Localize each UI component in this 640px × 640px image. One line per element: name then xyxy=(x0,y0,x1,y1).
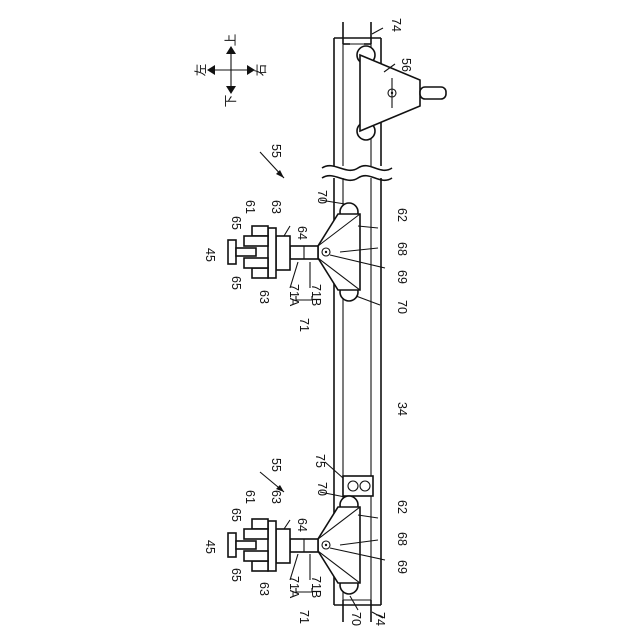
label-69-lower: 69 xyxy=(395,560,409,574)
label-71B-lower: 71B xyxy=(309,576,323,598)
label-68-upper: 68 xyxy=(395,242,409,256)
label-63-upper-a: 63 xyxy=(269,200,283,214)
label-70-upper-b: 70 xyxy=(395,300,409,314)
label-75: 75 xyxy=(313,454,327,468)
label-69-upper: 69 xyxy=(395,270,409,284)
label-45-upper: 45 xyxy=(203,248,217,262)
label-63-lower-a: 63 xyxy=(269,490,283,504)
label-55-lower: 55 xyxy=(269,458,283,472)
label-65-upper-a: 65 xyxy=(229,216,243,230)
label-70-lower-a: 70 xyxy=(315,482,329,496)
label-65-lower-b: 65 xyxy=(229,568,243,582)
label-71-upper: 71 xyxy=(297,318,311,332)
label-74-bottom: 74 xyxy=(373,612,387,626)
label-63-upper-b: 63 xyxy=(257,290,271,304)
label-68-lower: 68 xyxy=(395,532,409,546)
direction-left-label: 左 xyxy=(193,64,208,77)
label-64-upper: 64 xyxy=(295,226,309,240)
end-stop-top xyxy=(343,22,371,44)
label-65-upper-b: 65 xyxy=(229,276,243,290)
direction-up-label: 上 xyxy=(224,34,238,47)
label-70-upper-a: 70 xyxy=(315,190,329,204)
label-71A-upper: 71A xyxy=(287,284,301,307)
label-64-lower: 64 xyxy=(295,518,309,532)
label-71-lower: 71 xyxy=(297,610,311,624)
direction-arrows: 上 下 左 右 xyxy=(193,34,268,108)
label-74-top: 74 xyxy=(389,18,403,32)
label-61-upper: 61 xyxy=(243,200,257,214)
label-34: 34 xyxy=(395,402,409,416)
label-56: 56 xyxy=(399,58,413,72)
direction-right-label: 右 xyxy=(253,64,268,77)
label-61-lower: 61 xyxy=(243,490,257,504)
label-70-lower-b: 70 xyxy=(349,612,363,626)
label-71A-lower: 71A xyxy=(287,576,301,599)
label-55-upper: 55 xyxy=(269,144,283,158)
label-71B-upper: 71B xyxy=(309,284,323,306)
label-45-lower: 45 xyxy=(203,540,217,554)
direction-down-label: 下 xyxy=(224,95,238,108)
label-62-upper: 62 xyxy=(395,208,409,222)
label-63-lower-b: 63 xyxy=(257,582,271,596)
label-62-lower: 62 xyxy=(395,500,409,514)
block-75 xyxy=(343,476,373,496)
label-65-lower-a: 65 xyxy=(229,508,243,522)
